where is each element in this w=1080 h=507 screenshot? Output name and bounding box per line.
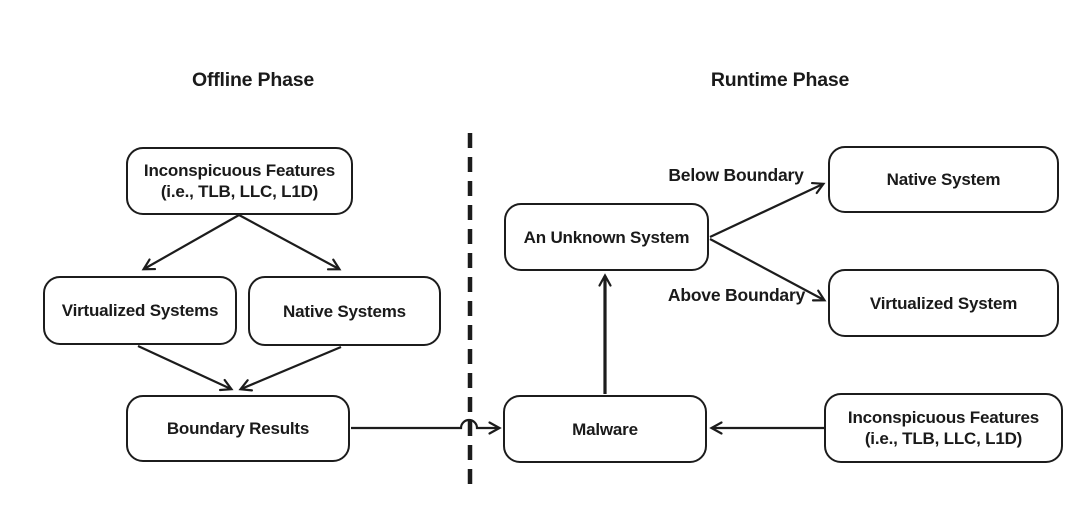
node-label-line1: Inconspicuous Features: [847, 408, 1040, 427]
node-inconspicuous-features-runtime: Inconspicuous Features (i.e., TLB, LLC, …: [824, 393, 1063, 463]
node-label: Native Systems: [283, 301, 406, 321]
node-label: An Unknown System: [523, 227, 690, 247]
node-malware: Malware: [503, 395, 707, 463]
node-native-systems: Native Systems: [248, 276, 441, 346]
node-label-line2: (i.e., TLB, LLC, L1D): [160, 182, 319, 201]
arrow-boundary-to-malware: [351, 418, 502, 435]
node-label: Virtualized Systems: [61, 301, 219, 320]
arrow-unknown-to-native: [709, 181, 826, 238]
node-inconspicuous-features-offline: Inconspicuous Features (i.e., TLB, LLC, …: [126, 147, 353, 215]
edge-label-above-boundary: Above Boundary: [667, 285, 806, 305]
arrow-unknown-to-virtualized: [709, 238, 827, 302]
node-boundary-results: Boundary Results: [126, 395, 350, 462]
arrow-features-to-virtualized: [141, 214, 240, 271]
runtime-phase-title: Runtime Phase: [710, 69, 850, 91]
arrow-virtualized-to-boundary: [137, 345, 234, 392]
node-native-system: Native System: [828, 146, 1059, 213]
node-label-line2: (i.e., TLB, LLC, L1D): [864, 429, 1023, 448]
node-virtualized-systems: Virtualized Systems: [43, 276, 237, 345]
node-virtualized-system: Virtualized System: [828, 269, 1059, 337]
node-label-line1: Inconspicuous Features: [143, 161, 336, 180]
node-label: Virtualized System: [869, 293, 1018, 313]
arrow-features-to-native: [238, 214, 342, 271]
edge-label-below-boundary: Below Boundary: [668, 165, 804, 185]
node-label: Native System: [886, 170, 1001, 189]
arrow-native-to-boundary: [238, 345, 342, 392]
offline-phase-title: Offline Phase: [191, 69, 315, 91]
node-label: Boundary Results: [166, 419, 310, 438]
node-unknown-system: An Unknown System: [504, 203, 709, 271]
node-label: Malware: [572, 419, 638, 439]
